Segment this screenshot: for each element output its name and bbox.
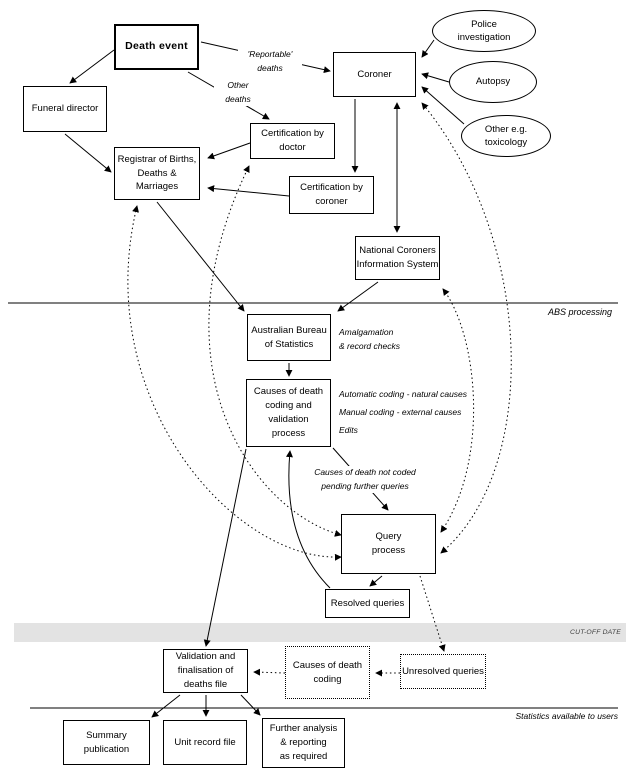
node-further-analysis: Further analysis & reporting as required: [262, 718, 345, 768]
annotation-manual-coding: Manual coding - external causes: [337, 406, 464, 420]
node-certification-coroner: Certification by coroner: [289, 176, 374, 214]
node-coroner: Coroner: [333, 52, 416, 97]
node-other-toxicology: Other e.g. toxicology: [461, 115, 551, 157]
section-label-abs-processing: ABS processing: [547, 307, 612, 317]
node-ncis: National Coroners Information System: [355, 236, 440, 280]
annotation-other-deaths: Other deaths: [214, 79, 262, 107]
node-resolved-queries: Resolved queries: [325, 589, 410, 618]
cutoff-date-band: CUT-OFF DATE: [14, 623, 626, 642]
annotation-not-coded: Causes of death not coded pending furthe…: [303, 466, 427, 494]
node-query-process: Query process: [341, 514, 436, 574]
cutoff-date-label: CUT-OFF DATE: [570, 629, 621, 636]
node-unit-record-file: Unit record file: [163, 720, 247, 765]
node-police-investigation: Police investigation: [432, 10, 536, 52]
annotation-reportable-deaths: 'Reportable' deaths: [238, 48, 302, 76]
annotation-edits: Edits: [337, 424, 360, 438]
node-validation-finalisation: Validation and finalisation of deaths fi…: [163, 649, 248, 693]
node-registrar: Registrar of Births, Deaths & Marriages: [114, 147, 200, 200]
node-summary-publication: Summary publication: [63, 720, 150, 765]
node-death-event: Death event: [114, 24, 199, 70]
node-abs: Australian Bureau of Statistics: [247, 314, 331, 361]
section-label-stats-available: Statistics available to users: [515, 711, 618, 721]
node-funeral-director: Funeral director: [23, 86, 107, 132]
node-causes-of-death-coding: Causes of death coding: [285, 646, 370, 699]
node-autopsy: Autopsy: [449, 61, 537, 103]
annotation-automatic-coding: Automatic coding - natural causes: [337, 388, 470, 402]
node-certification-doctor: Certification by doctor: [250, 123, 335, 159]
node-causes-coding-validation: Causes of death coding and validation pr…: [246, 379, 331, 447]
node-unresolved-queries: Unresolved queries: [400, 654, 486, 689]
annotation-amalgamation: Amalgamation & record checks: [337, 326, 415, 354]
